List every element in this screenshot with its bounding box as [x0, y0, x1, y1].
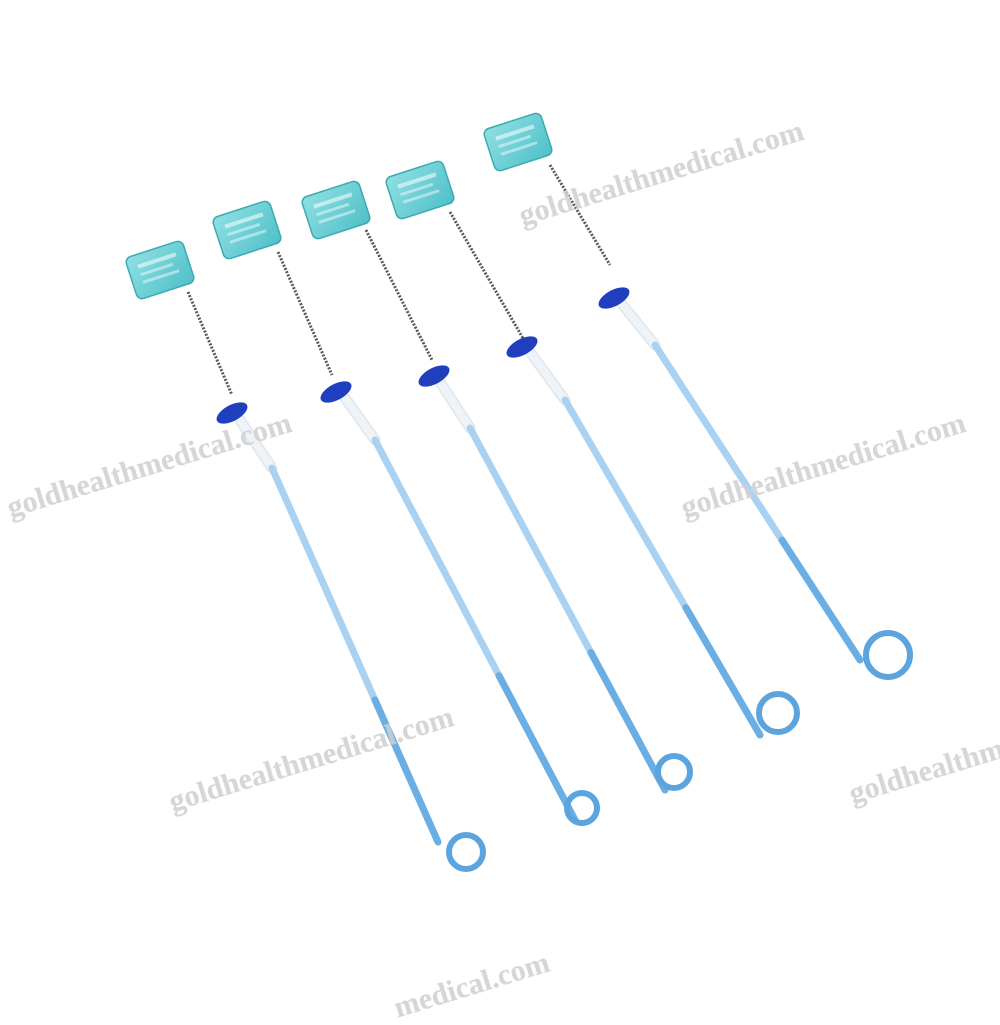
- catheter-2-hub: [341, 394, 379, 444]
- catheter-3-hub: [436, 378, 474, 432]
- catheter-1-hub: [236, 416, 276, 472]
- catheter-4-distal-tube: [682, 604, 764, 739]
- catheter-2: [212, 200, 600, 826]
- catheter-5-tag: [483, 112, 553, 172]
- catheter-1-distal-tube: [371, 696, 442, 846]
- catheter-2-tag: [212, 200, 282, 260]
- catheter-5-distal-tube: [778, 536, 864, 664]
- catheter-4-stylet: [448, 211, 526, 341]
- catheter-3: [301, 180, 693, 794]
- catheter-3-clip: [418, 365, 450, 387]
- catheter-product-photo: [125, 112, 913, 872]
- catheter-1: [125, 240, 486, 872]
- catheter-2-stylet: [276, 251, 334, 376]
- catheter-4-pigtail-loop: [756, 691, 800, 735]
- catheter-3-stylet: [364, 229, 434, 361]
- catheter-5-clip: [598, 287, 630, 309]
- catheter-2-clip: [320, 381, 352, 403]
- catheter-5-stylet: [548, 164, 612, 266]
- catheter-1-stylet: [186, 291, 234, 396]
- catheter-1-clip: [216, 402, 248, 424]
- catheter-2-distal-tube: [495, 672, 579, 824]
- catheter-5-pigtail-loop: [863, 630, 913, 680]
- catheter-5-hub: [618, 300, 659, 349]
- catheter-1-tag: [125, 240, 195, 300]
- catheter-4: [385, 160, 800, 739]
- catheter-5: [483, 112, 913, 680]
- catheter-4-tag: [385, 160, 455, 220]
- catheter-3-pigtail-loop: [655, 753, 693, 791]
- catheter-2-pigtail-loop: [564, 790, 600, 826]
- catheter-3-tag: [301, 180, 371, 240]
- catheter-4-clip: [506, 336, 538, 358]
- catheter-4-hub: [526, 348, 569, 404]
- catheter-1-pigtail-loop: [446, 832, 486, 872]
- catheter-3-distal-tube: [587, 648, 669, 794]
